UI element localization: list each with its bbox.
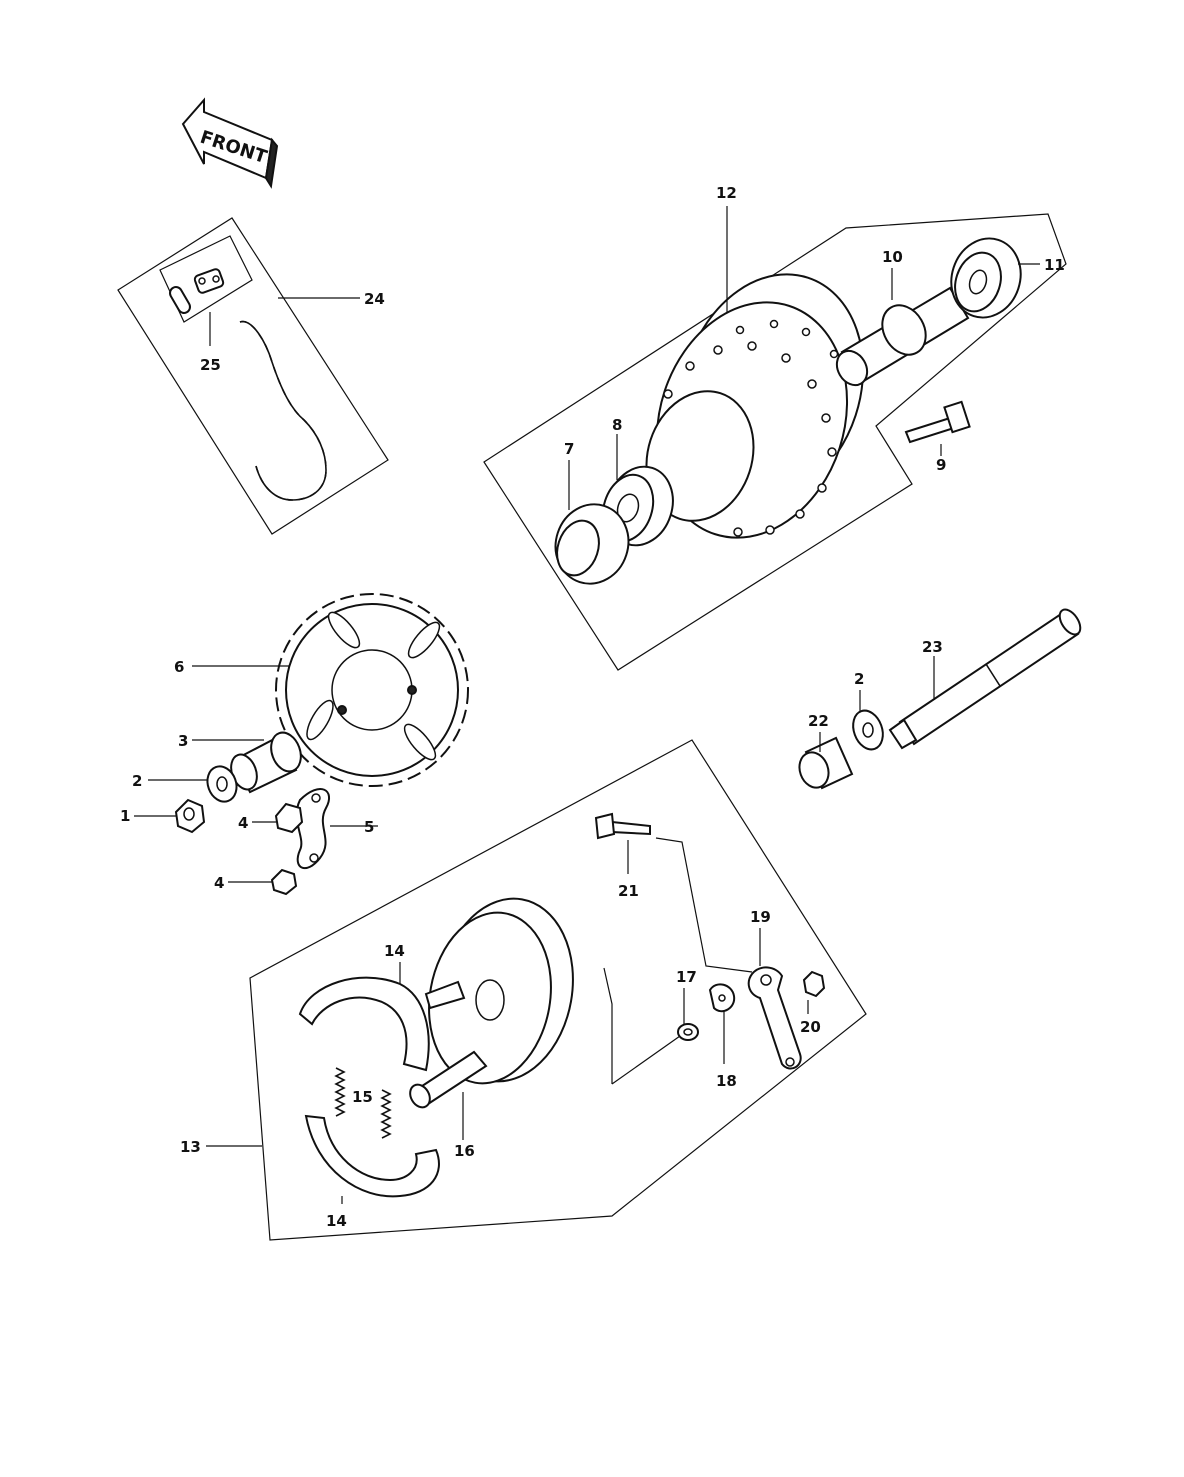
callout-17: 17	[676, 968, 697, 986]
brake-group	[249, 739, 867, 1241]
callout-11: 11	[1044, 256, 1065, 274]
rear-hub-icon	[645, 273, 865, 539]
spacer-10-icon	[835, 286, 970, 387]
brake-panel-icon	[424, 897, 574, 1085]
callout-3: 3	[178, 732, 188, 750]
chain-group	[117, 217, 389, 535]
callout-21: 21	[618, 882, 639, 900]
rear-sprocket-icon	[275, 593, 469, 787]
axle-23-icon	[888, 608, 1082, 750]
callout-15: 15	[352, 1088, 373, 1106]
callout-22: 22	[808, 712, 829, 730]
callout-7: 7	[564, 440, 574, 458]
brake-shoe-upper-icon	[298, 976, 430, 1072]
collar-22-icon	[798, 736, 854, 790]
cam-lever-19-icon	[747, 966, 802, 1070]
callout-14-lower: 14	[326, 1212, 347, 1230]
nut-20-icon	[802, 970, 826, 998]
brake-shoe-lower-icon	[304, 1114, 440, 1198]
spring-15-right-icon	[380, 1089, 392, 1139]
callout-5: 5	[364, 818, 374, 836]
callout-2-left: 2	[132, 772, 142, 790]
callout-18: 18	[716, 1072, 737, 1090]
callout-23: 23	[922, 638, 943, 656]
callout-2-right: 2	[854, 670, 864, 688]
callout-4-upper: 4	[238, 814, 248, 832]
callout-12: 12	[716, 184, 737, 202]
master-link-icon	[169, 268, 225, 314]
washer-2-icon	[206, 765, 238, 803]
oil-seal-7-icon	[554, 503, 630, 585]
callout-9: 9	[936, 456, 946, 474]
callout-13: 13	[180, 1138, 201, 1156]
callout-25: 25	[200, 356, 221, 374]
callout-14-upper: 14	[384, 942, 405, 960]
bolt-9-icon	[904, 400, 971, 444]
drive-chain-icon	[239, 320, 327, 501]
callout-20: 20	[800, 1018, 821, 1036]
brake-cam-16-icon	[409, 1050, 488, 1109]
callout-24: 24	[364, 290, 385, 308]
washer-17-icon	[677, 1023, 699, 1041]
bolt-21-icon	[594, 812, 651, 840]
indicator-18-icon	[708, 983, 736, 1013]
hub-group	[483, 206, 1067, 671]
callout-19: 19	[750, 908, 771, 926]
lock-plate-5-icon	[295, 788, 331, 870]
callout-labels: 1 2 2 3 4 4 5 6 7 8 9 10 11 12 13 14 14 …	[120, 184, 1065, 1230]
collar-3-icon	[230, 731, 302, 794]
callout-10: 10	[882, 248, 903, 266]
callout-1: 1	[120, 807, 130, 825]
nut-4-upper-icon	[274, 802, 304, 834]
spring-15-left-icon	[334, 1067, 346, 1117]
bearing-11-icon	[950, 237, 1022, 319]
callout-8: 8	[612, 416, 622, 434]
nut-1-icon	[174, 798, 206, 834]
nut-4-lower-icon	[270, 868, 298, 896]
callout-16: 16	[454, 1142, 475, 1160]
washer-2-right-icon	[852, 709, 884, 751]
callout-4-lower: 4	[214, 874, 224, 892]
front-arrow: FRONT	[181, 97, 279, 189]
callout-6: 6	[174, 658, 184, 676]
